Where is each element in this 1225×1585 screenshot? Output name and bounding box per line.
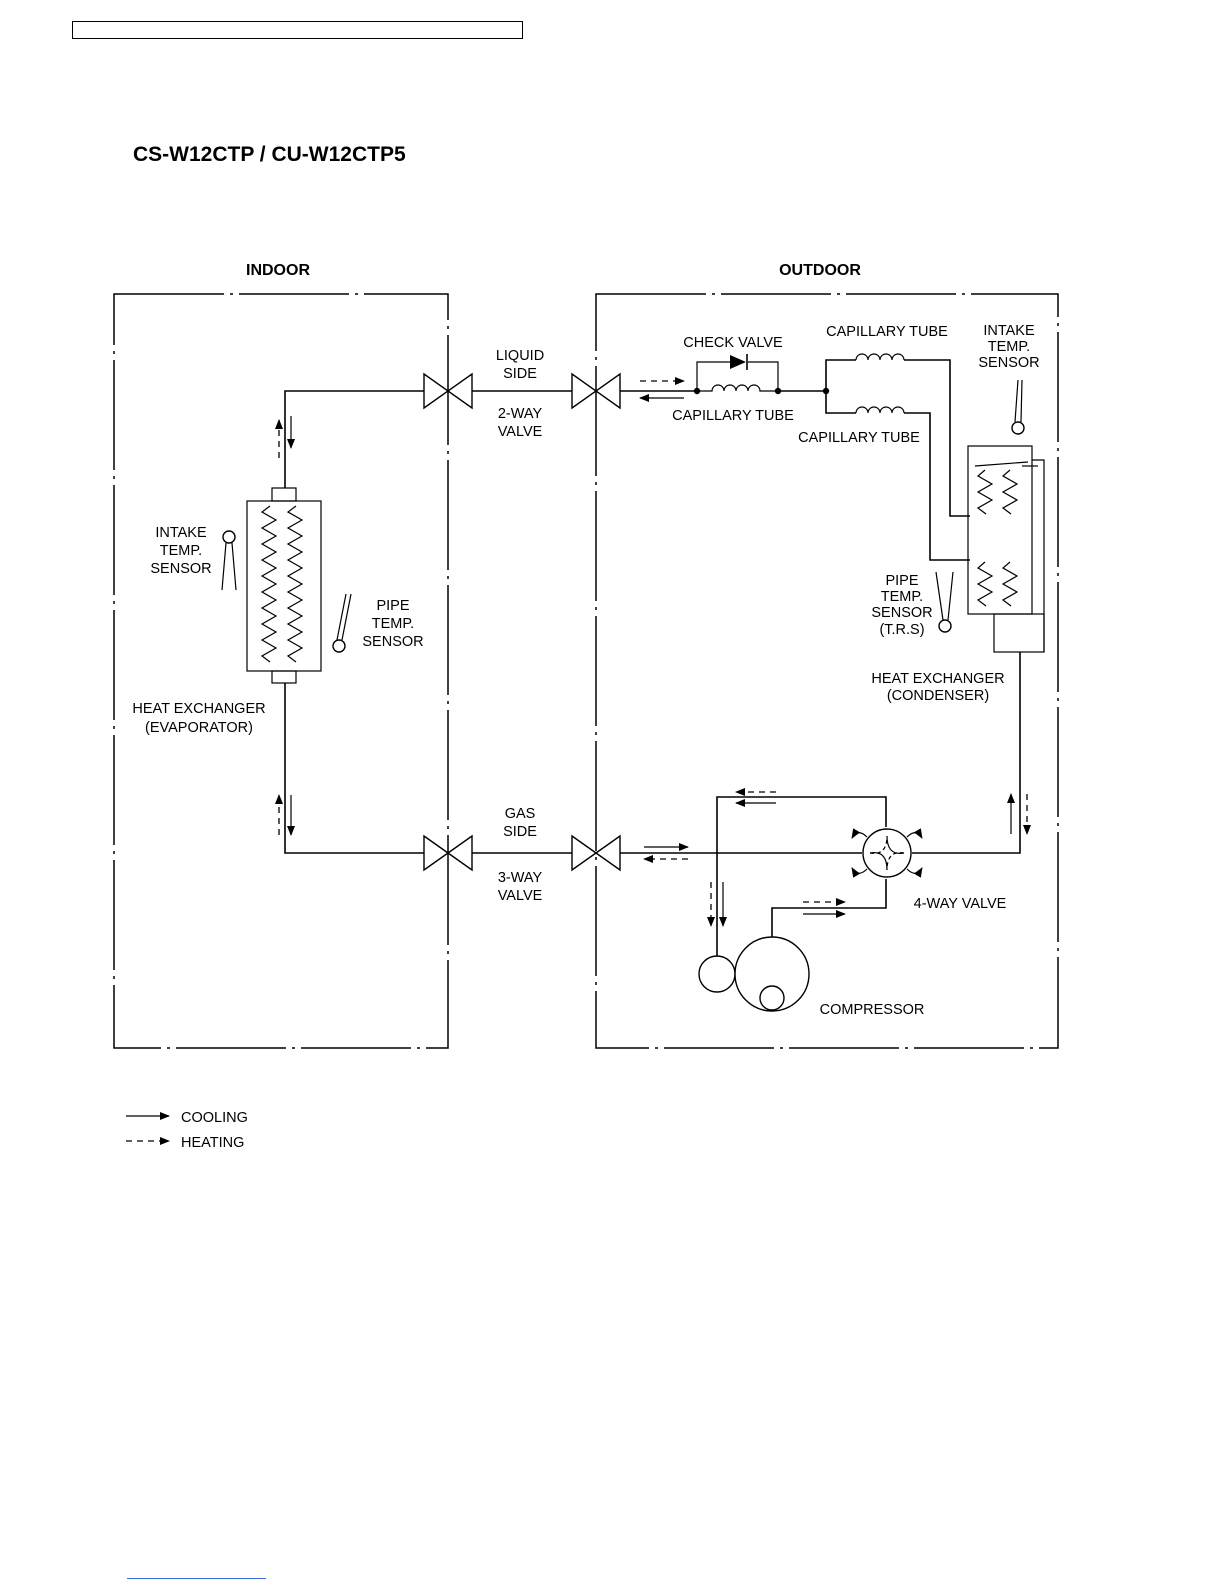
diagram-title: CS-W12CTP / CU-W12CTP5: [133, 143, 406, 166]
three-way-valve-label-1: 3-WAY: [498, 870, 543, 886]
liquid-side-label-1: LIQUID: [496, 348, 544, 364]
indoor-intake-label-1: INTAKE: [155, 525, 207, 541]
condenser-label-2: (CONDENSER): [887, 688, 989, 704]
condenser-label-1: HEAT EXCHANGER: [871, 671, 1004, 687]
refrigerant-piping: [284, 359, 1021, 957]
outdoor-pipe-label-1: PIPE: [885, 573, 918, 589]
indoor-heading: INDOOR: [246, 262, 310, 279]
two-way-valve-indoor: [423, 372, 473, 410]
two-way-valve-outdoor: [571, 372, 621, 410]
indoor-intake-label-3: SENSOR: [150, 561, 211, 577]
legend-cooling-label: COOLING: [181, 1110, 248, 1126]
capillary-coil-2: [855, 353, 905, 361]
indoor-pipe-label-3: SENSOR: [362, 634, 423, 650]
gas-side-label-1: GAS: [505, 806, 536, 822]
evaporator-label-2: (EVAPORATOR): [145, 720, 253, 736]
four-way-valve-label: 4-WAY VALVE: [914, 896, 1007, 912]
header-box: [72, 21, 523, 39]
compressor: [698, 936, 810, 1012]
junction-dot: [822, 387, 830, 395]
outdoor-pipe-label-2: TEMP.: [881, 589, 923, 605]
legend-heating-label: HEATING: [181, 1135, 244, 1151]
evaporator-label-1: HEAT EXCHANGER: [132, 701, 265, 717]
capillary-tube-label-2: CAPILLARY TUBE: [826, 324, 948, 340]
indoor-pipe-label-2: TEMP.: [372, 616, 414, 632]
outdoor-unit-boundary: [595, 293, 1059, 1049]
indoor-intake-label-2: TEMP.: [160, 543, 202, 559]
indoor-unit-boundary: [113, 293, 449, 1049]
compressor-label: COMPRESSOR: [820, 1002, 925, 1018]
gas-side-label-2: SIDE: [503, 824, 537, 840]
two-way-valve-label-2: VALVE: [498, 424, 543, 440]
outdoor-intake-label-1: INTAKE: [983, 323, 1035, 339]
capillary-coil-3: [855, 406, 905, 414]
capillary-tube-label-1: CAPILLARY TUBE: [672, 408, 794, 424]
indoor-pipe-temp-sensor: [332, 593, 352, 653]
liquid-side-label-2: SIDE: [503, 366, 537, 382]
legend: COOLING HEATING: [126, 1110, 248, 1151]
flow-arrows: [275, 377, 1031, 927]
footer-link-line[interactable]: [127, 1578, 266, 1579]
indoor-intake-temp-sensor: [221, 530, 237, 591]
outdoor-intake-label-3: SENSOR: [978, 355, 1039, 371]
three-way-valve-label-2: VALVE: [498, 888, 543, 904]
outdoor-heading: OUTDOOR: [779, 262, 861, 279]
two-way-valve-label-1: 2-WAY: [498, 406, 543, 422]
capillary-coil-1: [697, 384, 778, 392]
capillary-tube-label-3: CAPILLARY TUBE: [798, 430, 920, 446]
indoor-pipe-label-1: PIPE: [376, 598, 409, 614]
outdoor-intake-temp-sensor: [1011, 379, 1025, 435]
check-valve-label: CHECK VALVE: [683, 335, 783, 351]
three-way-valve-indoor: [423, 834, 473, 872]
evaporator-heat-exchanger: [246, 487, 322, 684]
four-way-valve: [851, 828, 923, 878]
outdoor-pipe-label-3: SENSOR: [871, 605, 932, 621]
condenser-heat-exchanger: [967, 445, 1045, 653]
outdoor-pipe-label-4: (T.R.S): [879, 622, 924, 638]
outdoor-intake-label-2: TEMP.: [988, 339, 1030, 355]
check-valve: [693, 354, 782, 395]
outdoor-pipe-temp-sensor: [935, 571, 954, 633]
three-way-valve-outdoor: [571, 834, 621, 872]
